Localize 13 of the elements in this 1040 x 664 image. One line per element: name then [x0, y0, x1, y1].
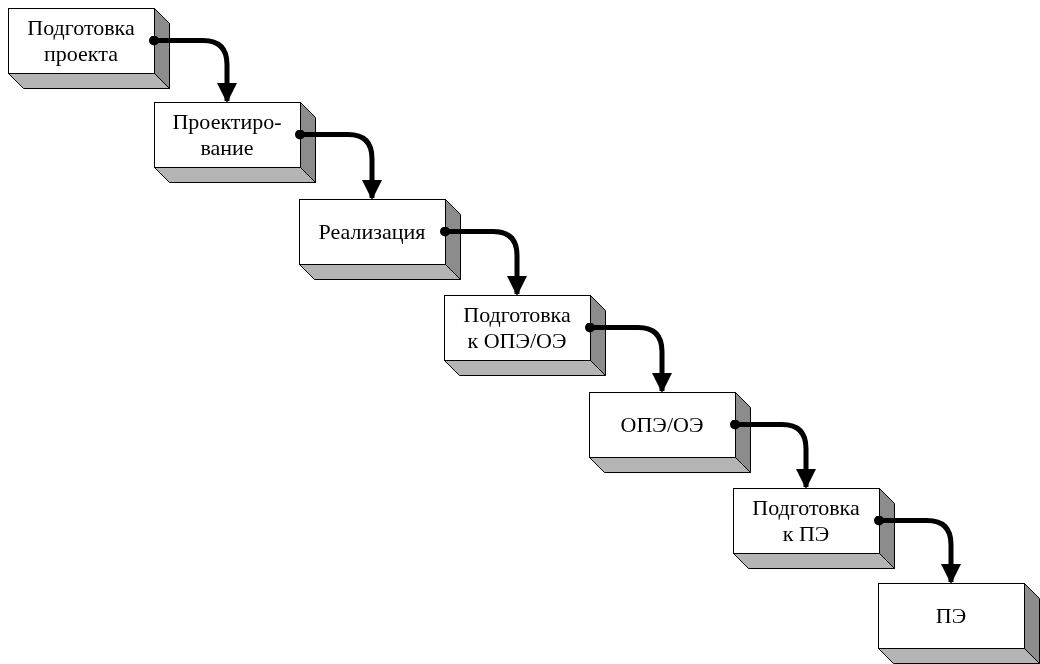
box-label: Подготовка к ПЭ [751, 495, 861, 546]
box-label: Подготовка проекта [26, 15, 136, 66]
curved-arrow [440, 226, 527, 296]
box-label: ПЭ [935, 602, 967, 629]
curved-arrow [874, 515, 961, 584]
curved-arrow [295, 129, 382, 200]
box-label: Реализация [318, 218, 426, 245]
box-label: ОПЭ/ОЭ [620, 411, 704, 438]
curved-arrow [149, 35, 237, 103]
curved-arrow [585, 322, 672, 393]
box-label: Подготовка к ОПЭ/ОЭ [462, 302, 572, 353]
box-label: Проектиро- вание [171, 109, 283, 160]
curved-arrow [730, 419, 816, 489]
